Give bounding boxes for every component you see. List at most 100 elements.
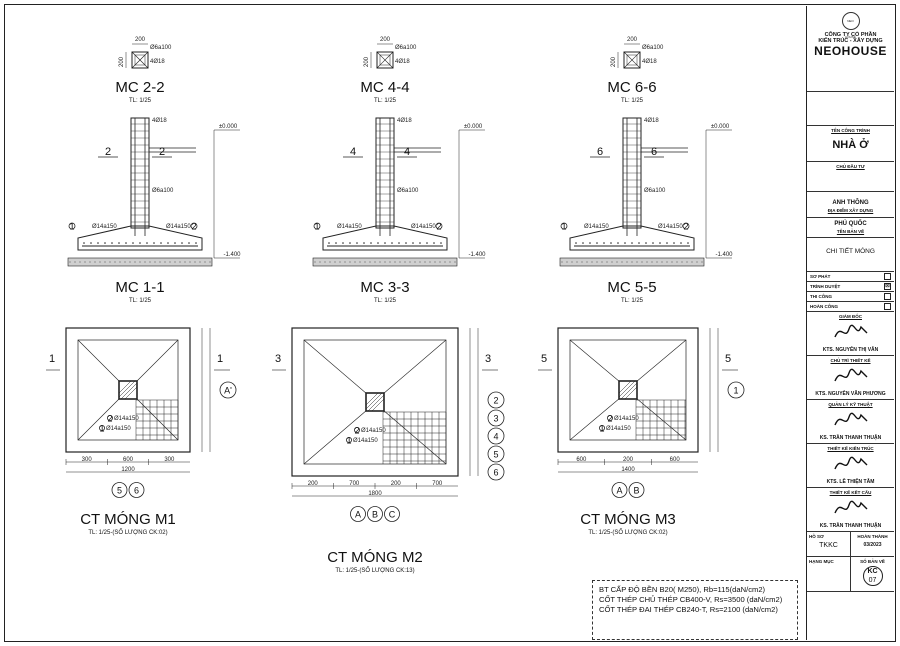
mark-bubble (435, 222, 443, 230)
dim-total: 1400 (621, 467, 635, 473)
done-date: 03/2023 (863, 542, 882, 548)
gravel-dot (444, 261, 446, 263)
mark-bubble-label: 1 (346, 435, 351, 445)
mesh-bar-dot (582, 242, 584, 244)
mesh-bar-dot (617, 242, 619, 244)
bars-label: 4Ø18 (152, 118, 167, 124)
sheet-caption: SỐ BẢN VẼ (860, 559, 885, 564)
gravel-dot (691, 261, 693, 263)
axis-bubble (727, 381, 745, 399)
mesh-label-plan: Ø14a150 (114, 416, 139, 422)
mesh-bar-dot (160, 242, 162, 244)
slope-line (135, 339, 179, 383)
plan-title: CT MÓNG M1 (80, 511, 176, 528)
signer-role: THIẾT KẾ KIẾN TRÚC (827, 446, 874, 451)
stirrup-outline (626, 54, 638, 66)
brand-name: NEOHOUSE (814, 44, 887, 58)
gravel-dot (434, 261, 436, 263)
gravel-dot (119, 261, 121, 263)
mesh-bar-dot (146, 242, 148, 244)
plan-cut-right: 3 (485, 353, 491, 365)
file-code: TKKC (819, 542, 838, 549)
plan-note: TL: 1/25-(SỐ LƯỢNG CK:02) (88, 529, 167, 536)
mesh-bar-dot (356, 242, 358, 244)
footing-plan-inner (569, 339, 687, 441)
material-notes: BT CẤP ĐỘ BỀN B20( M250), Rb=115(daN/cm2… (592, 580, 798, 640)
axis-bubble (487, 445, 505, 463)
hatch-line (620, 382, 638, 400)
signer-role: GIÁM ĐỐC (839, 314, 862, 319)
gravel-dot (354, 261, 356, 263)
gravel-dot (566, 261, 568, 263)
dim-value: 300 (164, 457, 175, 463)
axis-bubble (611, 482, 628, 498)
section-scale-top: TL: 1/25 (374, 98, 397, 104)
mark-bubble (599, 424, 606, 431)
footing (569, 225, 695, 251)
footing (322, 225, 448, 251)
mark-bubble (682, 222, 690, 230)
mesh-label-right: Ø14a150 (166, 224, 191, 230)
column-section (131, 51, 149, 69)
axis-bubble (111, 482, 128, 498)
gravel-dot (404, 261, 406, 263)
status-checkbox[interactable]: ☒ (884, 283, 891, 290)
footing-plan-inner (303, 339, 447, 465)
bars-label: 4Ø18 (395, 59, 410, 65)
mark-bubble-label: 1 (599, 423, 604, 433)
axis-bubble-label: A' (224, 385, 232, 395)
slope-line (303, 409, 368, 465)
signer-name: KS. TRẦN THANH THUẬN (819, 523, 882, 529)
mesh-label-left: Ø14a150 (92, 224, 117, 230)
gravel-dot (134, 261, 136, 263)
mark-bubble-label: 2 (107, 413, 112, 423)
column-cross (376, 51, 394, 69)
dim-width: 200 (135, 37, 146, 43)
address-block (807, 92, 894, 126)
plan-title: CT MÓNG M2 (327, 549, 423, 566)
mesh-bar-dot (174, 242, 176, 244)
signature-icon (807, 495, 894, 523)
gravel-dot (606, 261, 608, 263)
gravel-dot (561, 261, 563, 263)
stirrup-label: Ø6a100 (397, 188, 419, 194)
mesh-bar-dot (589, 242, 591, 244)
status-checkbox[interactable] (884, 273, 891, 280)
axis-bubble (128, 482, 145, 498)
owner-site-block: ANH THÔNG ĐỊA ĐIỂM XÂY DỰNG (807, 192, 894, 218)
signer-role: THIẾT KẾ KẾT CẤU (829, 490, 872, 495)
gravel-dot (339, 261, 341, 263)
plan-cut-left: 5 (541, 353, 547, 365)
gravel-dot (631, 261, 633, 263)
mark-bubble (313, 222, 321, 230)
done-caption: HOÀN THÀNH (857, 534, 888, 539)
axis-bubble-label: 5 (117, 485, 122, 495)
plan-cut-left: 3 (275, 353, 281, 365)
status-checkbox[interactable] (884, 303, 891, 310)
site-name: PHÚ QUỐC (834, 221, 867, 227)
cut-mark-right: 6 (651, 146, 657, 158)
mesh-bar-dot (412, 242, 414, 244)
dim-value: 600 (123, 457, 134, 463)
gravel-dot (184, 261, 186, 263)
signature-icon (807, 451, 894, 479)
sheet-number-badge: KC 07 (862, 566, 883, 586)
cut-mark-right: 2 (159, 146, 165, 158)
hatch-line (124, 386, 138, 400)
slope-line (382, 339, 447, 395)
mesh-bar-dot (83, 242, 85, 244)
sheet-info-row: HẠNG MỤC SỐ BẢN VẼ KC 07 (807, 557, 894, 592)
mark-bubble-label: 1 (69, 221, 74, 231)
mesh-bar-dot (631, 242, 633, 244)
status-checkbox[interactable] (884, 293, 891, 300)
gravel-dot (389, 261, 391, 263)
section-title-top: MC 2-2 (115, 79, 164, 96)
drawing-name-block: CHI TIẾT MÓNG (807, 238, 894, 272)
axis-bubble (219, 381, 237, 399)
gravel-dot (586, 261, 588, 263)
mesh-bar-dot (97, 242, 99, 244)
mesh-label-plan: Ø14a150 (361, 428, 386, 434)
mesh-label-plan: Ø14a150 (614, 416, 639, 422)
